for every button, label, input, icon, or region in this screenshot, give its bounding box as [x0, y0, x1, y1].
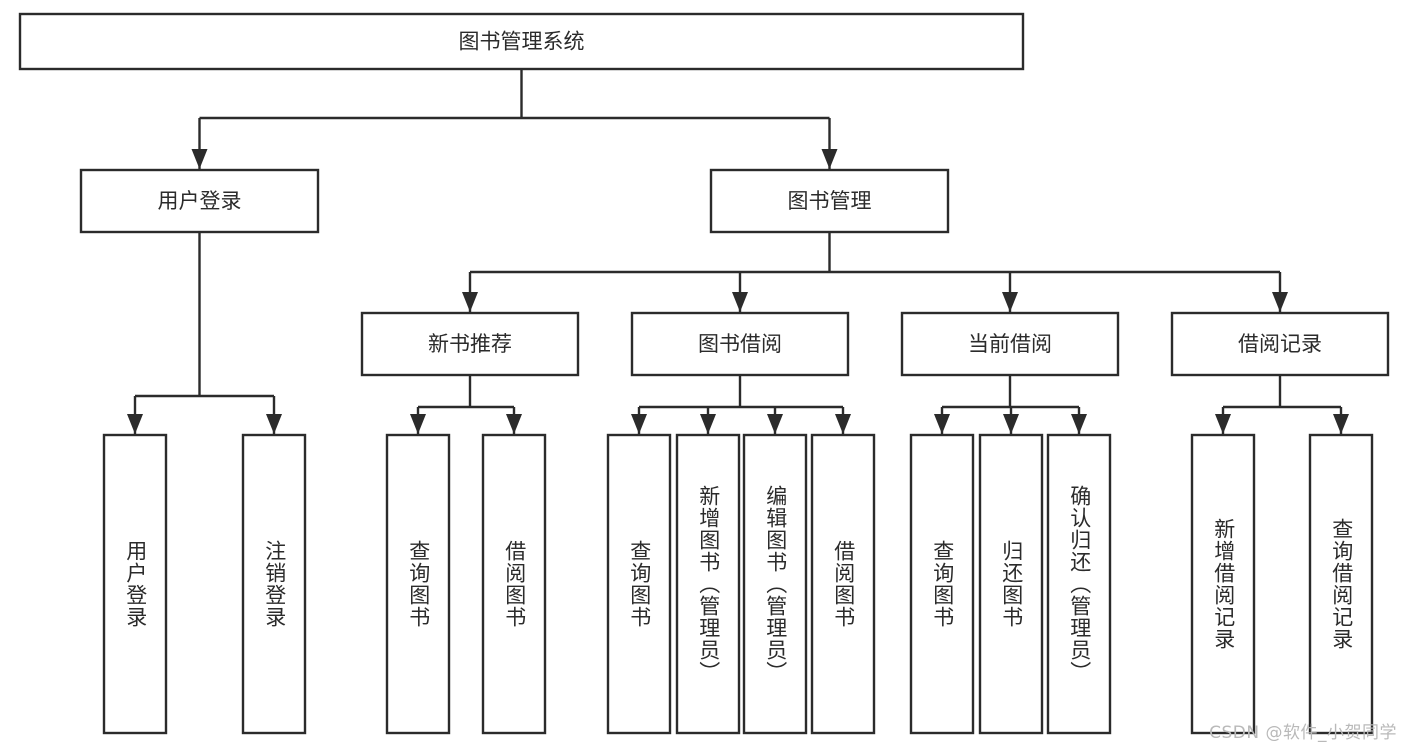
arrow-head-icon [191, 149, 208, 169]
leaf-node-box[interactable] [1046, 433, 1112, 735]
level2-node-label: 当前借阅 [968, 332, 1052, 356]
leaf-node-box[interactable] [909, 433, 975, 735]
arrow-head-icon [1002, 292, 1018, 312]
level2-node-box[interactable] [1170, 311, 1390, 377]
arrow-head-icon [127, 414, 143, 434]
leaf-node-box[interactable] [978, 433, 1044, 735]
csdn-watermark: CSDN @软件_小贺同学 [1209, 723, 1397, 743]
arrow-head-icon [1003, 414, 1019, 434]
level1-node-box[interactable] [709, 168, 950, 234]
leaf-node-box[interactable] [810, 433, 876, 735]
node-boxes-group [18, 12, 1390, 735]
arrow-head-icon [1071, 414, 1087, 434]
level2-node-label: 图书借阅 [698, 332, 782, 356]
root-node-label: 图书管理系统 [459, 30, 585, 54]
arrow-head-icon [835, 414, 851, 434]
leaf-node-box[interactable] [675, 433, 741, 735]
arrow-head-icon [821, 149, 838, 169]
level2-node-box[interactable] [630, 311, 850, 377]
arrow-head-icon [410, 414, 426, 434]
leaf-node-box[interactable] [241, 433, 307, 735]
leaf-node-box[interactable] [481, 433, 547, 735]
level1-node-label: 图书管理 [788, 189, 872, 213]
arrow-head-icon [1333, 414, 1349, 434]
arrow-head-icon [934, 414, 950, 434]
level2-node-box[interactable] [900, 311, 1120, 377]
root-node-box[interactable] [18, 12, 1025, 71]
arrow-head-icon [1215, 414, 1231, 434]
arrow-head-icon [506, 414, 522, 434]
leaf-node-box[interactable] [1308, 433, 1374, 735]
leaf-node-box[interactable] [1190, 433, 1256, 735]
arrow-head-icon [631, 414, 647, 434]
leaf-node-box[interactable] [606, 433, 672, 735]
arrow-head-icon [767, 414, 783, 434]
leaf-node-box[interactable] [102, 433, 168, 735]
arrow-head-icon [732, 292, 748, 312]
arrow-head-icon [1272, 292, 1288, 312]
leaf-node-box[interactable] [742, 433, 808, 735]
arrow-head-icon [266, 414, 282, 434]
connector-lines-group [127, 69, 1349, 434]
level1-node-label: 用户登录 [158, 189, 242, 213]
level2-node-box[interactable] [360, 311, 580, 377]
arrow-head-icon [462, 292, 478, 312]
arrow-head-icon [700, 414, 716, 434]
leaf-node-box[interactable] [385, 433, 451, 735]
level1-node-box[interactable] [79, 168, 320, 234]
level2-node-label: 新书推荐 [428, 332, 512, 356]
level2-node-label: 借阅记录 [1238, 332, 1322, 356]
